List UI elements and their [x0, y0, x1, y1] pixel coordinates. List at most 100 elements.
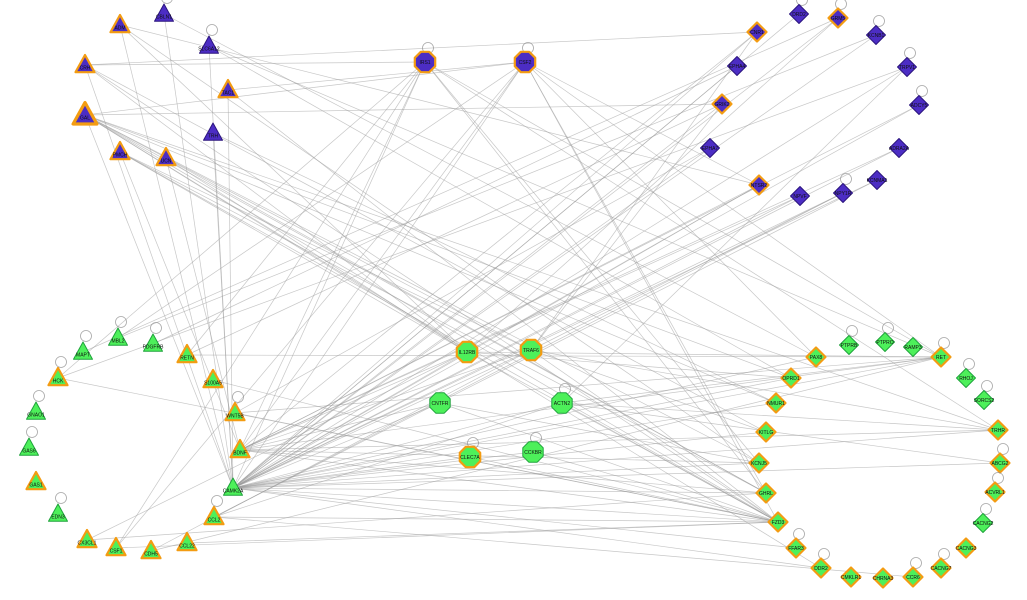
edge: [232, 377, 792, 489]
edge: [561, 356, 942, 404]
node-NTSR2[interactable]: NTSR2: [748, 174, 770, 196]
edge: [232, 462, 1001, 489]
diamond-shape: [840, 566, 862, 588]
node-CACNG7[interactable]: CACNG7: [930, 548, 952, 579]
node-KCNMA1[interactable]: KCNMA1: [867, 170, 888, 190]
diamond-shape: [902, 566, 924, 588]
node-CRH[interactable]: CRH: [74, 53, 96, 74]
edge: [524, 61, 760, 186]
edge: [232, 451, 534, 489]
node-HCK[interactable]: HCK: [47, 356, 69, 387]
diamond-shape: [955, 537, 977, 559]
node-ADRA2A[interactable]: ADRA2A: [889, 138, 910, 158]
edge: [234, 147, 711, 414]
diamond-shape: [827, 7, 849, 29]
edge: [227, 89, 779, 523]
edge: [232, 429, 999, 489]
node-RAMP3[interactable]: RAMP3: [903, 337, 923, 357]
node-CCR6[interactable]: CCR6: [902, 557, 924, 588]
node-TRAF6[interactable]: TRAF6: [519, 338, 543, 362]
node-KITLG[interactable]: KITLG: [755, 421, 777, 443]
node-CBLN1[interactable]: CBLN1: [154, 0, 174, 22]
node-TRH[interactable]: TRH: [203, 122, 223, 141]
diamond-shape: [805, 346, 827, 368]
node-GAL[interactable]: GAL: [71, 100, 99, 126]
node-CHRNA3[interactable]: CHRNA3: [872, 567, 894, 589]
node-TAC1[interactable]: TAC1: [217, 78, 239, 99]
node-CMKLR1[interactable]: CMKLR1: [840, 566, 862, 588]
edge: [119, 24, 468, 353]
node-CX3CL1[interactable]: CX3CL1: [76, 528, 98, 549]
node-CNR1[interactable]: CNR1: [746, 21, 768, 43]
octagon-shape: [551, 392, 573, 414]
node-RET[interactable]: RET: [930, 337, 952, 368]
node-NPY1R[interactable]: NPY1R: [833, 173, 853, 203]
node-SORCS2[interactable]: SORCS2: [974, 380, 995, 410]
node-GAS1[interactable]: GAS1: [25, 470, 47, 491]
node-IRS1[interactable]: IRS1: [413, 42, 437, 74]
node-CCKBR[interactable]: CCKBR: [522, 432, 544, 463]
diamond-shape: [700, 138, 720, 158]
self-loop-edge: [980, 503, 992, 515]
node-GAS6[interactable]: GAS6: [19, 426, 39, 456]
node-OPRD1[interactable]: OPRD1: [780, 367, 802, 389]
node-ADM[interactable]: ADM: [109, 13, 131, 34]
edge: [119, 24, 234, 489]
edge: [239, 61, 426, 451]
node-NPVF[interactable]: NPVF: [790, 186, 810, 206]
self-loop-edge: [916, 85, 928, 97]
node-PTPRO[interactable]: PTPRO: [875, 322, 895, 352]
edge-layer: [57, 13, 1001, 578]
self-loop-edge: [882, 322, 894, 334]
node-SLC6A12[interactable]: SLC6A12: [198, 24, 220, 54]
node-KCNJ5[interactable]: KCNJ5: [748, 452, 770, 474]
node-ADCY5[interactable]: ADCY5: [909, 85, 929, 115]
edge: [119, 151, 779, 523]
edge: [561, 66, 908, 404]
node-CSF2[interactable]: CSF2: [513, 42, 537, 74]
triangle-shape: [71, 100, 99, 126]
node-DDR2[interactable]: DDR2: [810, 548, 832, 579]
node-RHOJ[interactable]: RHOJ: [956, 358, 976, 388]
node-ABCG2[interactable]: ABCG2: [989, 443, 1011, 474]
node-GHRL[interactable]: GHRL: [755, 482, 777, 504]
node-ACVRL1[interactable]: ACVRL1: [984, 472, 1006, 503]
node-CACNG2[interactable]: CACNG2: [973, 503, 994, 533]
edge: [524, 61, 817, 358]
node-MAPT[interactable]: MAPT: [73, 330, 93, 360]
node-TRHR[interactable]: TRHR: [987, 419, 1009, 441]
node-EDN3[interactable]: EDN3: [48, 492, 68, 522]
edge: [119, 151, 468, 353]
edge: [213, 516, 779, 523]
self-loop-edge: [211, 495, 223, 507]
node-NMUR1[interactable]: NMUR1: [765, 392, 787, 414]
edge: [57, 66, 908, 379]
edge: [232, 356, 817, 489]
node-FZD3[interactable]: FZD3: [767, 511, 789, 533]
edge: [232, 456, 471, 489]
edge: [561, 402, 999, 431]
node-PMCH[interactable]: PMCH: [109, 140, 131, 161]
edge: [239, 356, 942, 451]
node-FFAR3[interactable]: FFAR3: [785, 528, 807, 559]
node-CCL2[interactable]: CCL2: [203, 495, 225, 526]
node-EPHA4[interactable]: EPHA4: [727, 56, 747, 76]
diamond-shape: [755, 482, 777, 504]
edge: [227, 89, 234, 489]
diamond-shape: [748, 452, 770, 474]
node-KCNB1[interactable]: KCNB1: [866, 15, 886, 45]
node-RETN[interactable]: RETN: [176, 343, 198, 364]
edge: [561, 402, 1001, 464]
octagon-shape: [519, 338, 543, 362]
diamond-shape: [867, 170, 887, 190]
node-CLEC7A[interactable]: CLEC7A: [458, 437, 482, 469]
node-CNTFR[interactable]: CNTFR: [429, 392, 451, 414]
node-CACNG3[interactable]: CACNG3: [955, 537, 977, 559]
node-TRPV1[interactable]: TRPV1: [897, 47, 917, 77]
node-IL12RB[interactable]: IL12RB: [455, 340, 479, 364]
triangle-shape: [109, 140, 131, 161]
triangle-shape: [203, 122, 223, 141]
node-GRIK2[interactable]: GRIK2: [711, 93, 733, 115]
node-GNAO1[interactable]: GNAO1: [26, 390, 46, 420]
